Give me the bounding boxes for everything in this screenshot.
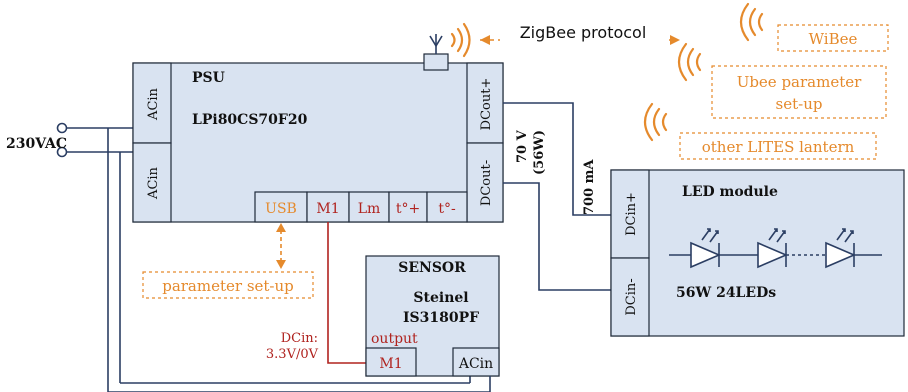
psu-dc-out-plus-label: DCout+ xyxy=(479,78,494,131)
usb-setup-arrow xyxy=(276,223,286,269)
dc-output-wiring xyxy=(503,102,611,291)
psu-temp-plus-port xyxy=(388,191,428,223)
sensor-ac-in-label: ACin xyxy=(458,356,493,372)
led-dc-in-minus-label: DCin- xyxy=(624,278,639,315)
led-dc-in-plus-label: DCin+ xyxy=(624,192,639,236)
zigbee-wave-icon xyxy=(450,22,471,58)
psu-dc-out-plus-port xyxy=(466,62,504,144)
sensor-block xyxy=(365,255,500,377)
psu-usb-port xyxy=(254,191,308,223)
led-diode-icon xyxy=(825,228,857,269)
psu-dc-out-minus-port xyxy=(466,142,504,223)
psu-ac-in-2-label: ACin xyxy=(146,166,161,199)
lantern-label: other LITES lantern xyxy=(702,138,855,156)
psu-port-usb: USB xyxy=(265,201,297,217)
input-terminal-top xyxy=(56,122,68,134)
parameter-setup-box xyxy=(142,271,314,299)
zigbee-arrow xyxy=(480,24,680,45)
psu-model: LPi80CS70F20 xyxy=(192,112,308,128)
led-diode-icon xyxy=(757,228,789,269)
psu-dc-out-minus-label: DCout- xyxy=(479,160,494,206)
wibee-label: WiBee xyxy=(809,30,858,48)
voltage-label: 70 V xyxy=(515,129,530,163)
sensor-m1-label: M1 xyxy=(379,356,402,372)
psu-ac-in-1-port xyxy=(132,62,172,144)
psu-port-lm: Lm xyxy=(358,201,381,217)
dcin-label-line1: DCin: xyxy=(281,331,318,346)
psu-port-temp-plus: t°+ xyxy=(396,201,420,217)
wibee-box xyxy=(777,24,889,52)
ubee-label-line1: Ubee parameter xyxy=(737,73,862,91)
dcin-label-line2: 3.3V/0V xyxy=(266,347,319,362)
psu-title: PSU xyxy=(192,70,225,86)
m1-signal-wire xyxy=(327,222,368,364)
psu-block xyxy=(132,34,504,223)
sensor-ac-in-port xyxy=(452,347,500,377)
led-dc-in-minus-port xyxy=(610,257,650,337)
led-string xyxy=(669,228,882,269)
ubee-box xyxy=(711,65,887,119)
psu-port-m1: M1 xyxy=(316,201,339,217)
sensor-title: SENSOR xyxy=(398,260,466,276)
current-label: 700 mA xyxy=(582,159,597,215)
parameter-setup-label: parameter set-up xyxy=(162,277,294,295)
antenna-housing xyxy=(423,53,449,71)
led-module-title: LED module xyxy=(682,184,778,200)
psu-port-temp-minus: t°- xyxy=(438,201,456,217)
sensor-brand: Steinel xyxy=(413,290,468,306)
power-label: (56W) xyxy=(532,130,547,175)
led-dc-in-plus-port xyxy=(610,169,650,259)
led-module-subtitle: 56W 24LEDs xyxy=(676,285,776,301)
psu-temp-minus-port xyxy=(426,191,468,223)
ac-input-wiring xyxy=(56,122,490,392)
sensor-model: IS3180PF xyxy=(403,310,479,326)
ubee-wave-icon xyxy=(677,42,702,82)
input-voltage-label: 230VAC xyxy=(6,136,67,152)
sensor-output-label: output xyxy=(371,331,418,347)
zigbee-label: ZigBee protocol xyxy=(520,23,647,42)
antenna-icon xyxy=(429,35,443,48)
ubee-label-line2: set-up xyxy=(776,95,823,113)
lantern-wave-icon xyxy=(643,102,668,142)
psu-ac-in-1-label: ACin xyxy=(146,87,161,120)
psu-ac-in-2-port xyxy=(132,142,172,223)
sensor-m1-port xyxy=(365,347,417,377)
lantern-box xyxy=(679,132,877,160)
wibee-wave-icon xyxy=(739,2,764,42)
psu-m1-port xyxy=(306,191,350,223)
